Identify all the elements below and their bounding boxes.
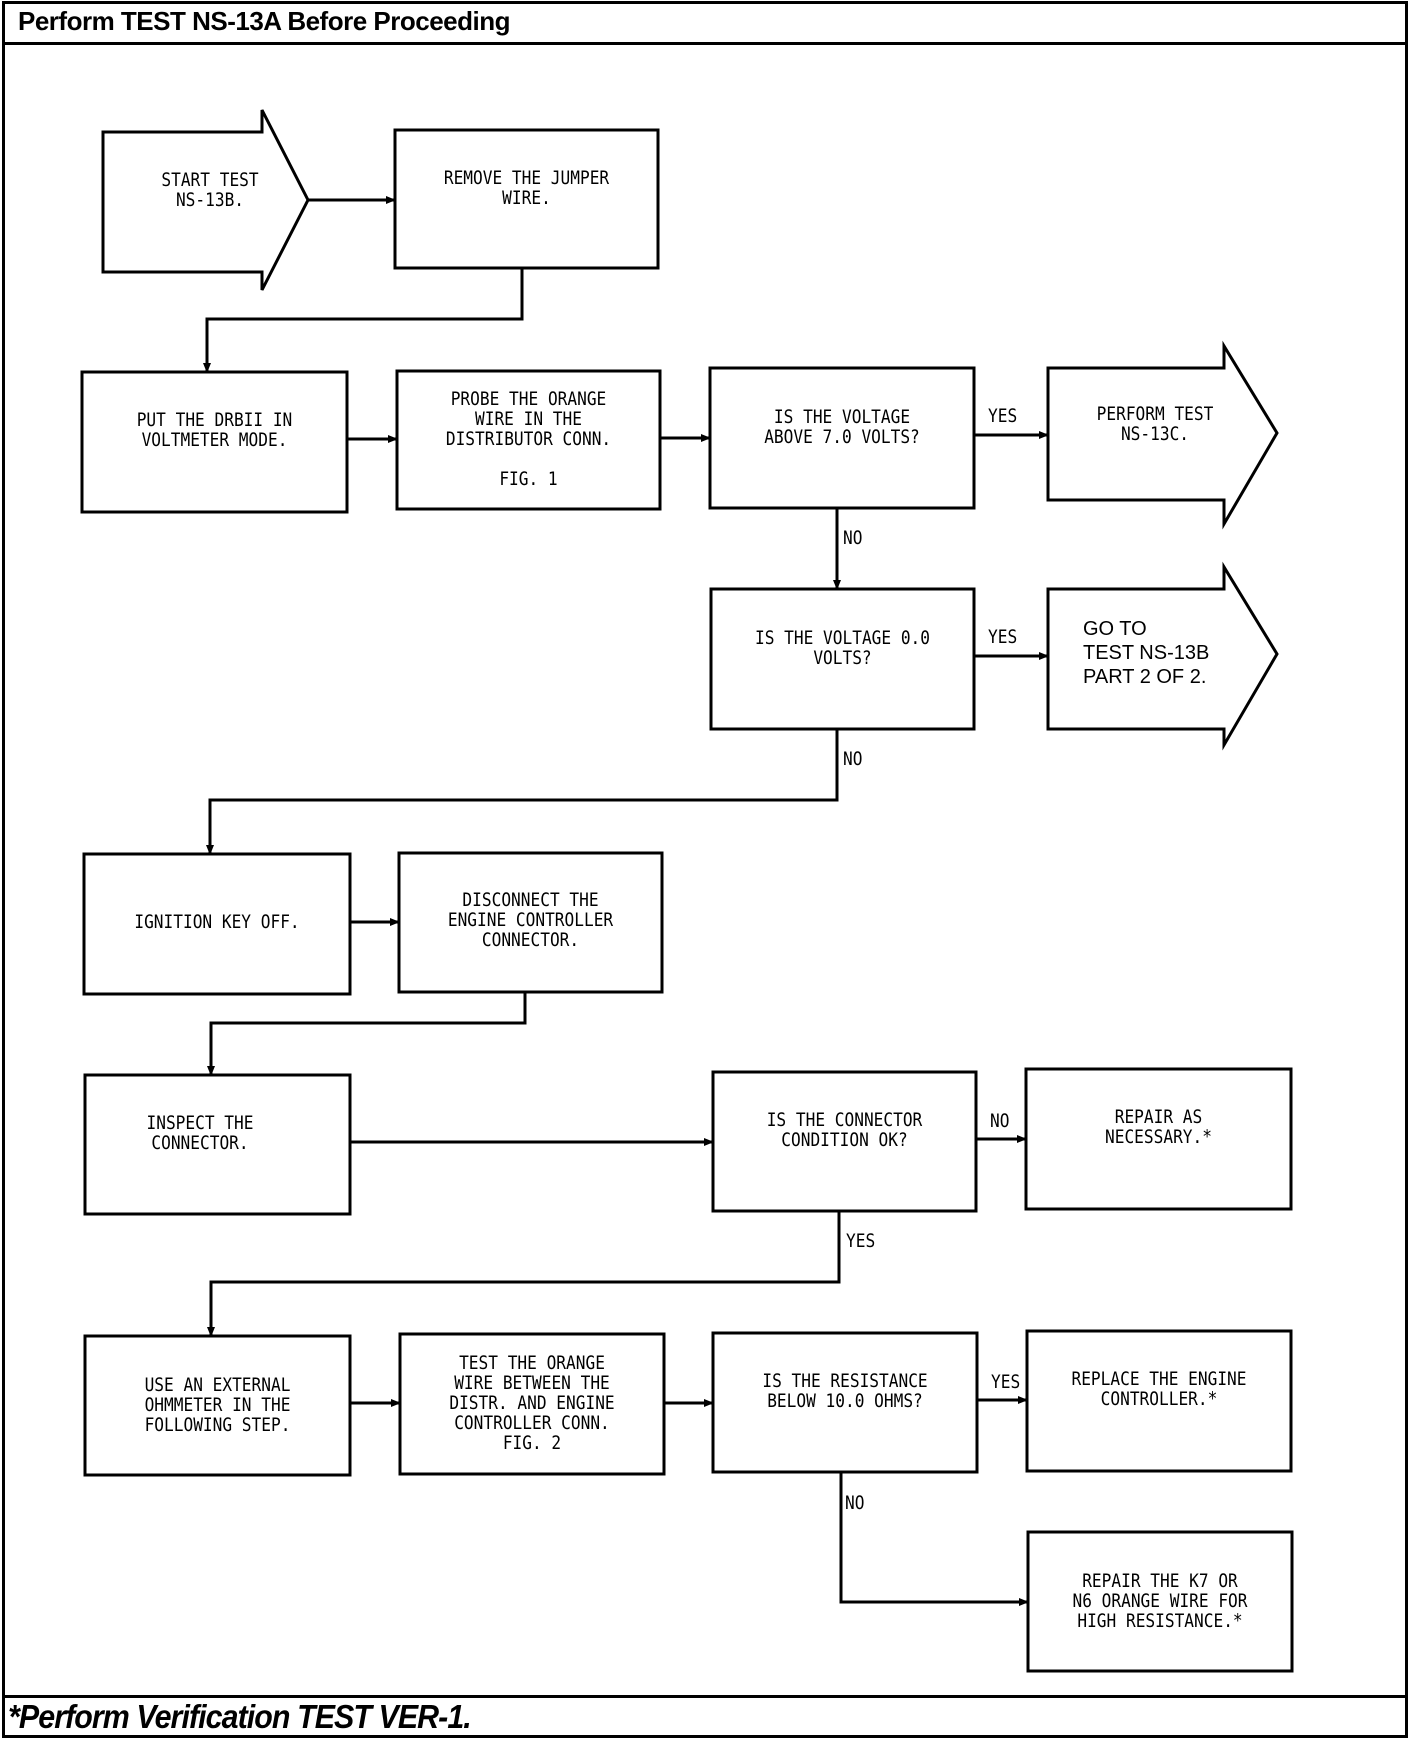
remove-jumper-label: REMOVE THE JUMPER WIRE. — [443, 167, 610, 209]
ignition-off-label: IGNITION KEY OFF. — [134, 911, 300, 933]
goto-part2-label: GO TO TEST NS-13B PART 2 OF 2. — [1083, 618, 1210, 688]
footer-note: *Perform Verification TEST VER-1. — [8, 1698, 472, 1735]
connector-q2-no — [206, 729, 839, 855]
q-voltage-zero-box — [709, 587, 976, 731]
goto-part2-arrow-shape — [1046, 561, 1279, 751]
footer-divider — [2, 1695, 1408, 1698]
q-voltage-above-box — [708, 366, 976, 510]
q1-no-label: NO — [843, 527, 863, 549]
q-resistance-box — [711, 1331, 979, 1474]
connector-disconnect-to-inspect — [207, 992, 527, 1076]
repair-k7-label: REPAIR THE K7 OR N6 ORANGE WIRE FOR HIGH… — [1072, 1570, 1248, 1632]
probe-orange-label: PROBE THE ORANGE WIRE IN THE DISTRIBUTOR… — [445, 388, 612, 490]
q1-yes-label: YES — [988, 405, 1018, 427]
connector-q4-no — [839, 1472, 1029, 1606]
put-drbii-box — [80, 370, 349, 514]
q-connector-ok-box — [711, 1070, 978, 1213]
q3-no-label: NO — [990, 1110, 1010, 1132]
put-drbii-label: PUT THE DRBII IN VOLTMETER MODE. — [136, 409, 293, 451]
start-label: START TEST NS-13B. — [161, 169, 259, 211]
connector-q3-yes — [207, 1211, 841, 1337]
repair-k7-box — [1026, 1530, 1294, 1673]
q-voltage-above-label: IS THE VOLTAGE ABOVE 7.0 VOLTS? — [764, 406, 920, 448]
q4-no-label: NO — [845, 1492, 865, 1514]
q-voltage-zero-label: IS THE VOLTAGE 0.0 VOLTS? — [754, 627, 931, 669]
use-ohmmeter-box — [83, 1334, 352, 1477]
test-orange-box — [398, 1332, 666, 1476]
q-connector-ok-label: IS THE CONNECTOR CONDITION OK? — [766, 1109, 923, 1151]
perform-ns13c-label: PERFORM TEST NS-13C. — [1096, 403, 1214, 445]
disconnect-ec-box — [397, 851, 664, 994]
inspect-connector-label: INSPECT THE CONNECTOR. — [146, 1112, 254, 1154]
probe-orange-box — [395, 369, 662, 511]
test-orange-label: TEST THE ORANGE WIRE BETWEEN THE DISTR. … — [449, 1352, 615, 1454]
inspect-connector-box — [83, 1073, 352, 1216]
repair-as-necessary-box — [1024, 1067, 1293, 1211]
q3-yes-label: YES — [846, 1230, 876, 1252]
repair-as-necessary-label: REPAIR AS NECESSARY.* — [1105, 1106, 1212, 1148]
header-divider — [2, 42, 1408, 45]
replace-ec-box — [1025, 1329, 1293, 1473]
q4-yes-label: YES — [991, 1371, 1021, 1393]
use-ohmmeter-label: USE AN EXTERNAL OHMMETER IN THE FOLLOWIN… — [144, 1374, 291, 1436]
q-resistance-label: IS THE RESISTANCE BELOW 10.0 OHMS? — [762, 1370, 928, 1412]
perform-ns13c-arrow-shape — [1046, 340, 1279, 530]
q2-yes-label: YES — [988, 626, 1018, 648]
header-title: Perform TEST NS-13A Before Proceeding — [18, 6, 511, 36]
replace-ec-label: REPLACE THE ENGINE CONTROLLER.* — [1071, 1368, 1247, 1410]
connector-remove-to-put — [203, 268, 524, 373]
q2-no-label: NO — [843, 748, 863, 770]
disconnect-ec-label: DISCONNECT THE ENGINE CONTROLLER CONNECT… — [447, 889, 614, 951]
ignition-off-box — [82, 852, 352, 996]
start-arrow-shape — [101, 109, 310, 291]
